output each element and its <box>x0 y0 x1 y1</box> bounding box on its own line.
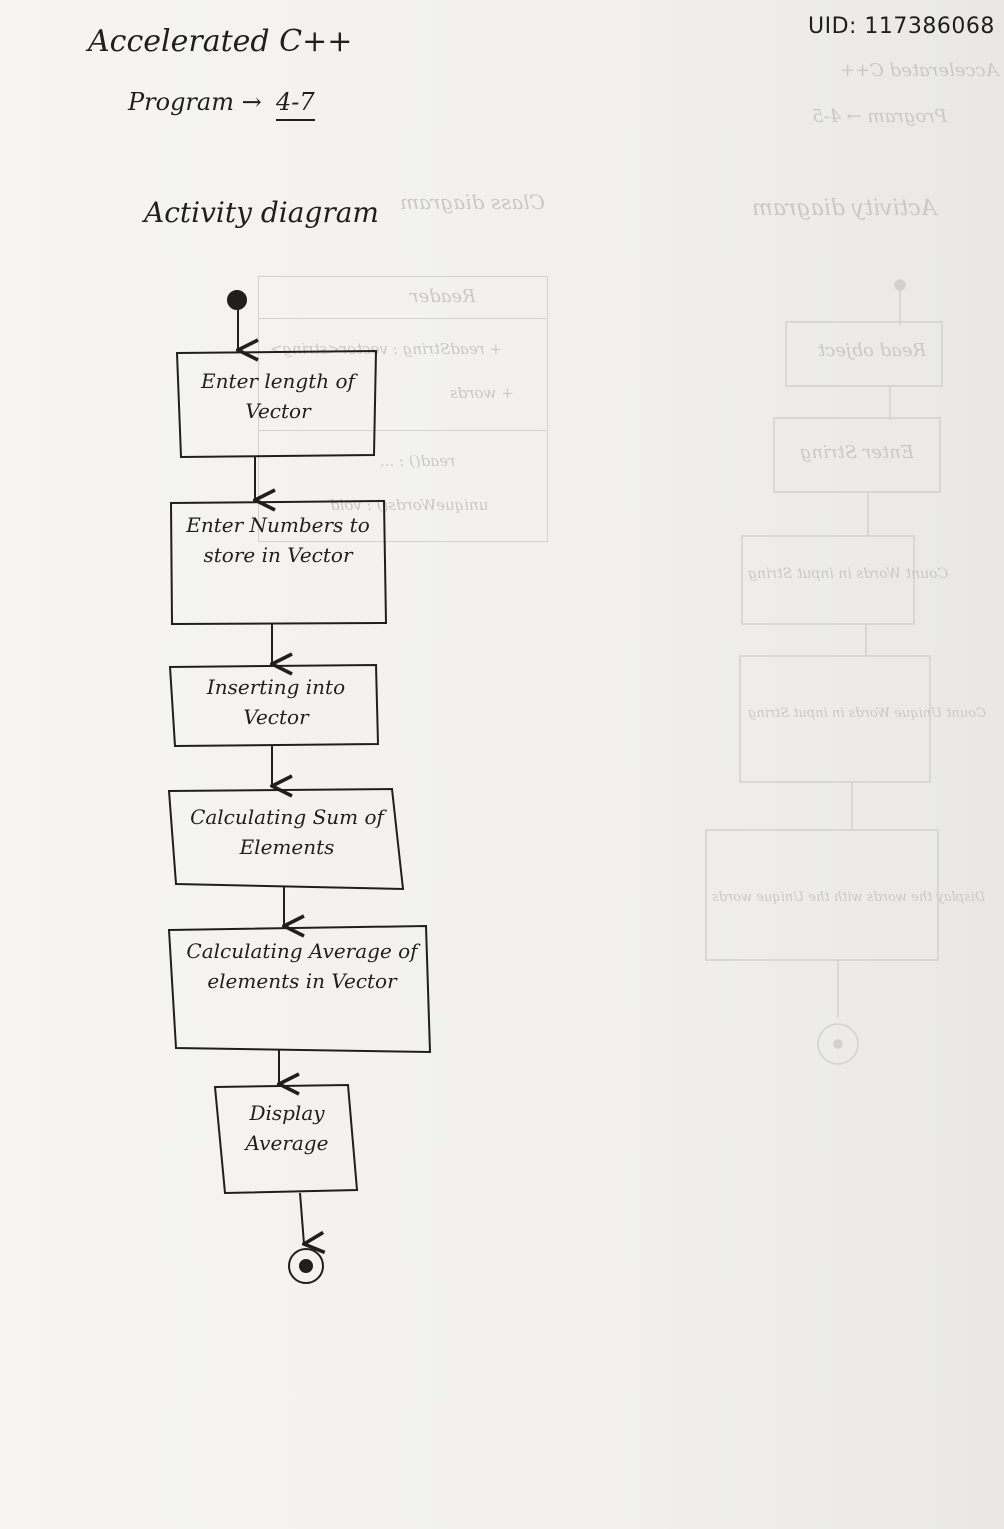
activity-label-6: Display Average <box>245 1101 329 1155</box>
activity-label-2: Enter Numbers to store in Vector <box>186 513 370 567</box>
program-label: Program → <box>128 88 262 116</box>
activity-box-4 <box>167 787 405 891</box>
end-node-ring <box>288 1248 324 1284</box>
activity-box-1 <box>175 349 378 459</box>
show-through-class-divider <box>258 318 546 319</box>
uid-label: UID: 117386068 <box>808 14 995 39</box>
activity-label-3: Inserting into Vector <box>206 675 346 729</box>
end-node-dot <box>299 1259 313 1273</box>
program-number: 4-7 <box>276 88 315 121</box>
diagram-heading: Activity diagram <box>144 196 379 229</box>
activity-box-6 <box>213 1083 359 1195</box>
show-through-class-box <box>258 276 548 542</box>
activity-box-2 <box>169 499 388 626</box>
flow-arrow-6 <box>299 1192 304 1244</box>
activity-label-5: Calculating Average of elements in Vecto… <box>186 939 418 993</box>
course-title: Accelerated C++ <box>88 24 353 59</box>
activity-box-3 <box>168 663 380 748</box>
activity-box-5 <box>167 924 432 1054</box>
activity-label-4: Calculating Sum of Elements <box>190 805 384 859</box>
start-node <box>227 290 247 310</box>
activity-label-1: Enter length of Vector <box>201 369 355 423</box>
show-through-class-divider-2 <box>258 430 546 431</box>
